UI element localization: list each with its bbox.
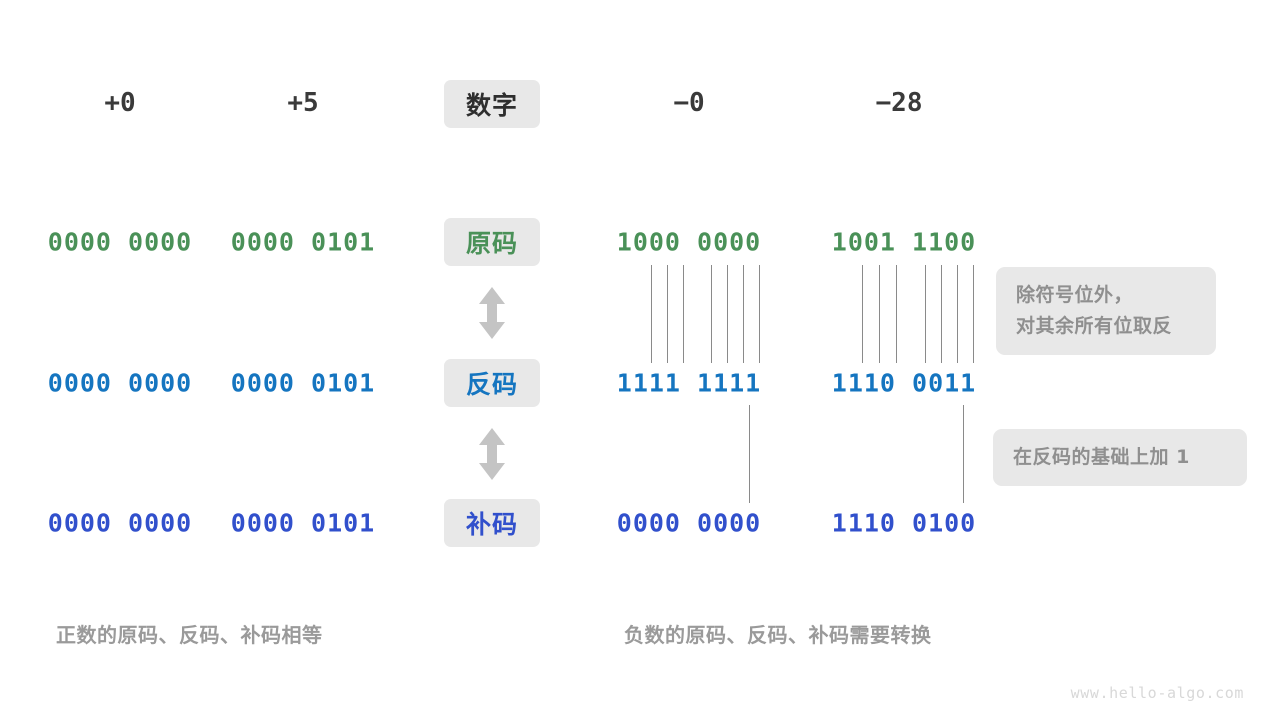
bits-complement-pos-five: 0000 0101 xyxy=(230,508,376,538)
row-label-complement: 补码 xyxy=(444,499,540,547)
connector-line xyxy=(941,265,942,363)
note-invert-bits-line2: 对其余所有位取反 xyxy=(1016,315,1173,337)
connector-line xyxy=(683,265,684,363)
bits-true-form-neg-zero: 1000 0000 xyxy=(616,227,762,257)
connector-line xyxy=(711,265,712,363)
bits-inverse-neg-28: 1110 0011 xyxy=(831,368,977,398)
watermark: www.hello-algo.com xyxy=(1070,684,1244,702)
column-header-pos-zero: +0 xyxy=(104,88,136,118)
bits-complement-neg-zero: 0000 0000 xyxy=(616,508,762,538)
note-invert-bits: 除符号位外， 对其余所有位取反 xyxy=(996,267,1216,355)
note-add-one: 在反码的基础上加 1 xyxy=(993,429,1247,486)
bits-true-form-pos-zero: 0000 0000 xyxy=(47,227,193,257)
double-arrow-vertical-icon-inverse-to-complement xyxy=(475,426,509,482)
connector-line xyxy=(862,265,863,363)
connector-line xyxy=(667,265,668,363)
column-header-neg-zero: −0 xyxy=(673,88,705,118)
row-label-number: 数字 xyxy=(444,80,540,128)
row-label-inverse: 反码 xyxy=(444,359,540,407)
caption-positive: 正数的原码、反码、补码相等 xyxy=(56,623,323,647)
connector-line xyxy=(743,265,744,363)
connector-line xyxy=(749,405,750,503)
connector-line xyxy=(973,265,974,363)
column-header-neg-28: −28 xyxy=(875,88,923,118)
bits-inverse-pos-zero: 0000 0000 xyxy=(47,368,193,398)
bits-inverse-neg-zero: 1111 1111 xyxy=(616,368,762,398)
connector-line xyxy=(651,265,652,363)
connector-line xyxy=(957,265,958,363)
connector-line xyxy=(879,265,880,363)
connector-line xyxy=(925,265,926,363)
connector-line xyxy=(963,405,964,503)
row-label-true-form: 原码 xyxy=(444,218,540,266)
bits-true-form-pos-five: 0000 0101 xyxy=(230,227,376,257)
connector-line xyxy=(759,265,760,363)
bits-inverse-pos-five: 0000 0101 xyxy=(230,368,376,398)
connector-line xyxy=(727,265,728,363)
bits-true-form-neg-28: 1001 1100 xyxy=(831,227,977,257)
caption-negative: 负数的原码、反码、补码需要转换 xyxy=(624,623,932,647)
double-arrow-vertical-icon-true-to-inverse xyxy=(475,285,509,341)
bits-complement-pos-zero: 0000 0000 xyxy=(47,508,193,538)
connector-line xyxy=(896,265,897,363)
note-invert-bits-line1: 除符号位外， xyxy=(1016,284,1134,306)
bits-complement-neg-28: 1110 0100 xyxy=(831,508,977,538)
column-header-pos-five: +5 xyxy=(287,88,319,118)
